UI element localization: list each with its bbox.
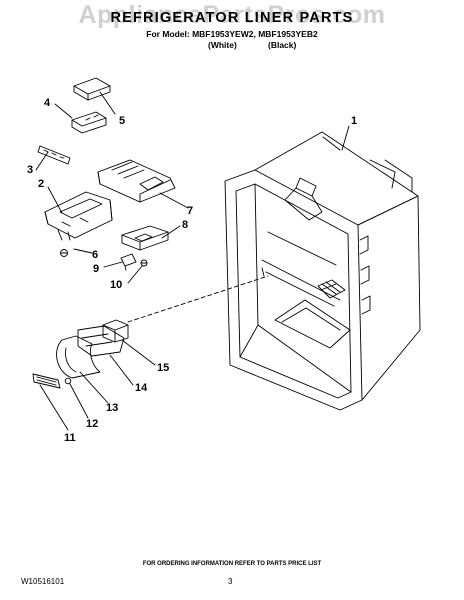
leader-lines	[35, 91, 350, 431]
watermark: AppliancePartsPros.com	[78, 1, 386, 29]
page-number: 3	[228, 577, 233, 586]
assembly-dashed-line	[127, 275, 269, 323]
callout-14: 14	[135, 382, 148, 394]
callout-6: 6	[92, 249, 98, 261]
callout-11: 11	[64, 432, 76, 444]
module-8-drawing	[121, 225, 169, 251]
callout-13: 13	[106, 402, 118, 414]
cover-7-drawing	[97, 159, 176, 203]
callout-12: 12	[86, 418, 98, 430]
callout-5: 5	[119, 115, 125, 127]
hardware-6-9-10-drawing	[60, 249, 148, 271]
document-number: W10516101	[21, 577, 65, 586]
bracket-4-5-drawing	[71, 77, 111, 134]
page-title: REFRIGERATOR LINER PARTS	[110, 10, 354, 26]
callout-1: 1	[351, 115, 357, 127]
callout-10: 10	[110, 279, 122, 291]
callout-9: 9	[93, 263, 99, 275]
lower-assembly-drawing	[32, 319, 129, 389]
callout-2: 2	[38, 178, 44, 190]
label-strip-3-drawing	[37, 145, 71, 165]
callout-7: 7	[187, 205, 193, 217]
callout-3: 3	[27, 164, 33, 176]
liner-drawing	[224, 131, 421, 411]
callout-4: 4	[44, 97, 51, 109]
variant-black-label: (Black)	[268, 40, 297, 50]
ordering-info-note: FOR ORDERING INFORMATION REFER TO PARTS …	[142, 561, 322, 567]
callout-15: 15	[157, 362, 169, 374]
model-line: For Model: MBF1953YEW2, MBF1953YEB2	[146, 29, 318, 39]
variant-white-label: (White)	[208, 40, 237, 50]
housing-2-drawing	[44, 191, 113, 241]
callout-8: 8	[182, 219, 188, 231]
